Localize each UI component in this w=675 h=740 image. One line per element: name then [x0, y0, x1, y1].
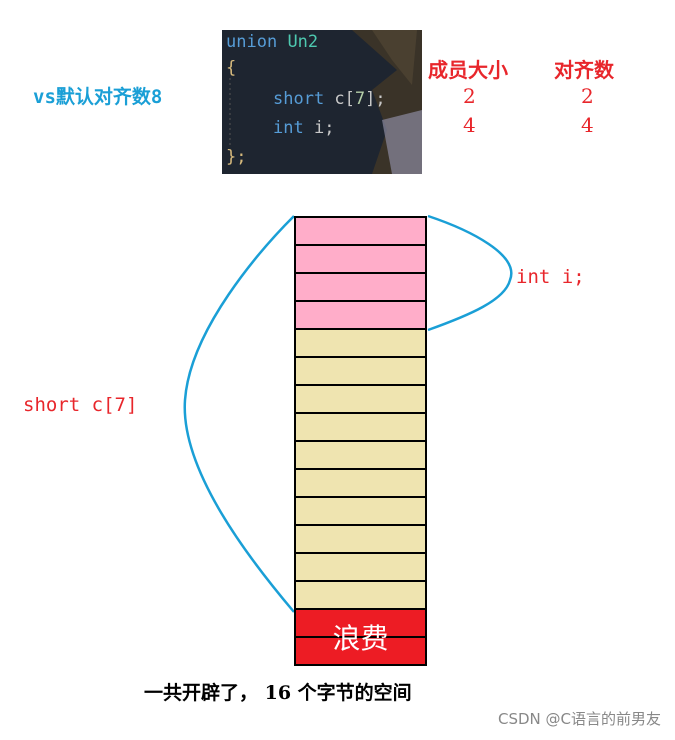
memory-layout-bar — [294, 216, 427, 666]
total-size-caption: 一共开辟了， 16 个字节的空间 — [144, 682, 412, 704]
short-byte-cell — [294, 414, 427, 442]
waste-byte-cell — [294, 638, 427, 666]
code-short-type: short — [273, 89, 325, 109]
short-byte-cell — [294, 386, 427, 414]
code-array-size: 7 — [354, 89, 366, 109]
short-member-label: short c[7] — [23, 394, 138, 416]
row1-alignment: 2 — [581, 84, 594, 108]
code-background-art — [229, 30, 422, 174]
code-snippet: union Un2 { short c[7]; int i; }; — [222, 30, 422, 174]
code-close-brace: }; — [226, 147, 247, 167]
short-byte-cell — [294, 582, 427, 610]
code-int-var: i; — [303, 118, 335, 138]
short-byte-cell — [294, 442, 427, 470]
int-byte-cell — [294, 274, 427, 302]
header-alignment: 对齐数 — [554, 58, 614, 82]
code-union-keyword: union — [226, 32, 278, 52]
waste-label: 浪费 — [332, 622, 389, 655]
code-int-type: int — [273, 118, 304, 138]
default-alignment-label: vs默认对齐数8 — [33, 86, 163, 108]
int-byte-cell — [294, 302, 427, 330]
watermark: CSDN @C语言的前男友 — [497, 710, 661, 728]
row1-member-size: 2 — [463, 84, 476, 108]
short-byte-cell — [294, 358, 427, 386]
int-byte-cell — [294, 246, 427, 274]
code-union-name: Un2 — [287, 32, 319, 52]
waste-byte-cell — [294, 610, 427, 638]
short-byte-cell — [294, 526, 427, 554]
short-byte-cell — [294, 498, 427, 526]
short-byte-cell — [294, 470, 427, 498]
row2-member-size: 4 — [463, 113, 476, 137]
short-bracket-curve — [183, 215, 295, 613]
int-bracket-curve — [427, 214, 513, 332]
int-byte-cell — [294, 216, 427, 246]
code-short-var: c[ — [324, 89, 355, 109]
short-byte-cell — [294, 330, 427, 358]
code-open-brace: { — [226, 58, 237, 78]
row2-alignment: 4 — [581, 113, 594, 137]
short-byte-cell — [294, 554, 427, 582]
code-short-end: ]; — [365, 89, 386, 109]
int-member-label: int i; — [516, 266, 585, 288]
header-member-size: 成员大小 — [428, 58, 508, 82]
